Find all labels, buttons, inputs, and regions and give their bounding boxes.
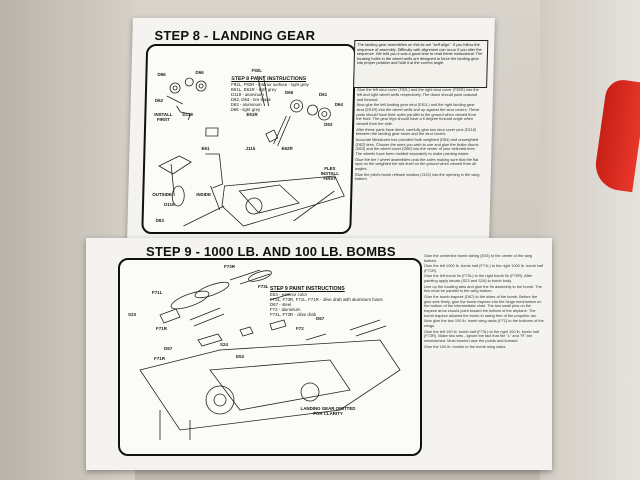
outside-label: OUTSIDE	[152, 192, 172, 197]
step9-title: STEP 9 - 1000 LB. AND 100 LB. BOMBS	[146, 244, 396, 259]
svg-text:E61: E61	[201, 146, 210, 151]
svg-text:D67: D67	[316, 316, 325, 321]
flex-install-label: FLEX INSTALL FIRST	[320, 166, 340, 181]
svg-text:F73R: F73R	[224, 264, 236, 269]
svg-text:F71R: F71R	[154, 356, 166, 361]
cardboard-box-right-wall	[540, 0, 640, 480]
svg-text:D66: D66	[285, 90, 294, 95]
svg-text:F73L: F73L	[258, 284, 269, 289]
step8-diagram-panel: D66 D66 D66 D61 D64 D62 D118 F92L E61R D…	[141, 44, 357, 234]
svg-text:D63: D63	[156, 218, 165, 223]
landing-gear-omitted-callout: LANDING GEAR OMITTED FOR CLARITY	[300, 406, 356, 416]
step8-instruction: After these parts have dried, carefully …	[355, 126, 477, 137]
step9-instruction: Glue the left 1000 lb. bomb half (F71L) …	[424, 263, 544, 273]
svg-text:F92L: F92L	[251, 68, 262, 73]
step8-title: STEP 8 - LANDING GEAR	[154, 28, 316, 43]
self-align-note: The landing gear assemblies on this kit …	[353, 40, 489, 88]
step9-instruction: Glue the centerline bomb fairing (E53) t…	[424, 253, 533, 263]
svg-text:F72: F72	[296, 326, 304, 331]
step9-paint-line: D67 - steel	[270, 302, 292, 307]
svg-text:E62R: E62R	[281, 146, 293, 151]
step9-paint-title: STEP 9 PAINT INSTRUCTIONS	[270, 286, 345, 292]
step9-instruction: Glue the left 100 lb. bomb half (F73L) t…	[424, 328, 539, 344]
instruction-page-step8: STEP 8 - LANDING GEAR	[127, 18, 495, 240]
step8-instruction: Glue the left strut cover (F92L) and the…	[356, 87, 479, 102]
step8-instruction: Glue the pilot's bomb release window (J1…	[354, 171, 480, 182]
step9-instruction: Now glue the two 100 lb. bomb wing racks…	[424, 318, 544, 329]
svg-text:S23: S23	[128, 312, 137, 317]
inside-label: INSIDE	[196, 192, 211, 197]
step9-paint-line: F73L, F73R, F71L, F71R - olive drab with…	[270, 297, 383, 302]
step8-instructions: Glue the left strut cover (F92L) and the…	[354, 87, 483, 183]
step8-paint-line: D66 - light grey	[230, 107, 261, 112]
step9-instruction: Glue the 100 lb. bombs to the bomb wing …	[424, 343, 507, 349]
step9-instruction: Glue the left bomb fin (F70L) to the rig…	[424, 273, 533, 284]
svg-text:D64: D64	[335, 102, 344, 107]
step9-paint-line: F72 - aluminum	[270, 307, 301, 312]
step9-instruction: Line up the locating tabs and glue the f…	[424, 283, 542, 294]
step9-diagram-panel: F73R F73L F71L F71R D67 S24 S23 F71R F72…	[118, 258, 422, 456]
svg-text:D118: D118	[182, 112, 193, 117]
step8-instruction: Now glue the left landing gear strut (E6…	[356, 101, 480, 127]
step9-paint-line: F73L, F73R - olive drab	[270, 312, 317, 317]
step8-instruction: Accurate Miniatures has provided both we…	[355, 136, 479, 157]
svg-text:S24: S24	[220, 342, 229, 347]
svg-text:E61R: E61R	[246, 112, 258, 117]
svg-text:F71L: F71L	[152, 290, 163, 295]
svg-text:D67: D67	[164, 346, 173, 351]
svg-text:D61: D61	[319, 92, 328, 97]
instruction-page-step9: STEP 9 - 1000 LB. AND 100 LB. BOMBS	[86, 238, 552, 470]
svg-text:D118: D118	[164, 202, 175, 207]
svg-text:E53: E53	[236, 354, 245, 359]
step9-instructions: Glue the centerline bomb fairing (E53) t…	[424, 253, 544, 350]
bombs-diagram: F73R F73L F71L F71R D67 S24 S23 F71R F72…	[128, 264, 401, 440]
svg-text:F71R: F71R	[156, 326, 168, 331]
step9-instruction: Glue the bomb trapeze (D67) to the sides…	[424, 293, 542, 318]
svg-text:D62: D62	[155, 98, 164, 103]
svg-text:D66: D66	[195, 70, 204, 75]
svg-text:D63: D63	[324, 122, 333, 127]
install-first-label: INSTALL FIRST	[154, 112, 173, 122]
part-label-d66: D66	[157, 72, 166, 77]
step8-instruction: Glue the tire / wheel assemblies onto th…	[354, 156, 479, 172]
svg-text:J115: J115	[245, 146, 255, 151]
step9-paint-line: E53 - exterior color	[270, 292, 308, 297]
landing-gear-diagram: D66 D66 D66 D61 D64 D62 D118 F92L E61R D…	[155, 68, 345, 227]
